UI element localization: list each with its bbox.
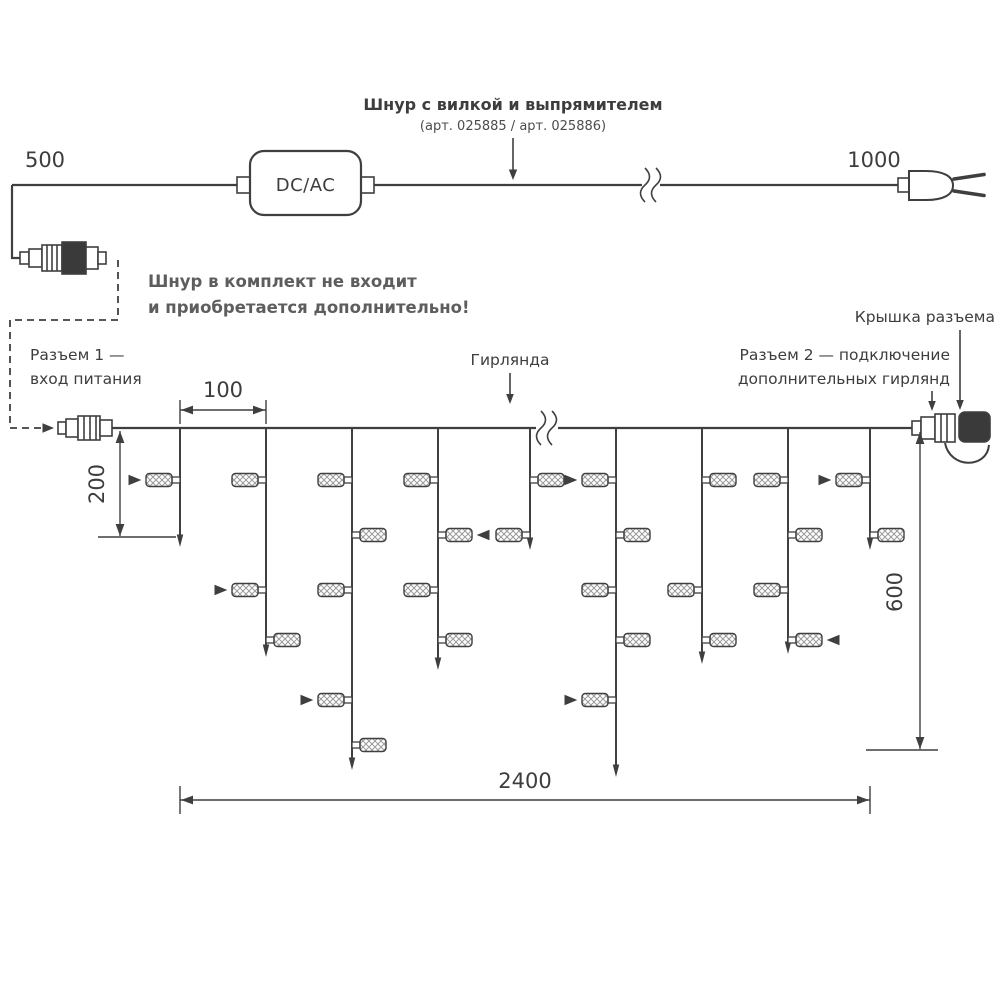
garland-drop <box>818 428 905 550</box>
lamp-icon <box>437 632 473 648</box>
lamp-icon <box>787 527 823 543</box>
drop-tip-icon <box>866 537 874 550</box>
lamp-icon <box>869 527 905 543</box>
lamp-pointer-icon <box>214 584 228 596</box>
dim-100: 100 <box>179 378 267 424</box>
connector1-icon <box>57 415 113 441</box>
garland-drop <box>214 428 301 657</box>
connector2-icon <box>911 411 991 464</box>
lamp-icon <box>529 472 565 488</box>
cover-strap <box>944 442 990 464</box>
lamp-pointer-icon <box>826 634 840 646</box>
dim-600-label: 600 <box>883 572 907 612</box>
dim-1000-label: 1000 <box>847 148 900 172</box>
cover-label: Крышка разъема <box>855 308 995 326</box>
lamp-icon <box>753 472 789 488</box>
garland-drop <box>667 428 737 664</box>
connector1-label-line2: вход питания <box>30 370 142 388</box>
lamp-icon <box>265 632 301 648</box>
cord-note-line2: и приобретается дополнительно! <box>148 298 469 317</box>
lamp-icon <box>351 737 387 753</box>
lamp-icon <box>317 582 353 598</box>
lamp-icon <box>701 632 737 648</box>
drop-tip-icon <box>612 764 620 777</box>
lamp-icon <box>128 472 181 488</box>
lamp-pointer-icon <box>818 474 832 486</box>
cord-break-icon <box>639 167 662 203</box>
connector2-label-line2: дополнительных гирлянд <box>738 370 950 388</box>
connector1-label-line1: Разъем 1 — <box>30 346 124 364</box>
dim-2400-label: 2400 <box>498 769 551 793</box>
garland-drop <box>300 428 387 770</box>
drop-tip-icon <box>434 657 442 670</box>
lamp-pointer-icon <box>564 694 578 706</box>
cover-label-arrow-icon <box>956 330 964 410</box>
lamp-icon <box>818 472 871 488</box>
lamp-icon <box>564 472 617 488</box>
drop-tip-icon <box>348 757 356 770</box>
lamp-icon <box>581 582 617 598</box>
lamp-pointer-icon <box>564 474 578 486</box>
cord-title: Шнур с вилкой и выпрямителем <box>363 95 662 114</box>
converter-cord-grommet-right <box>360 176 375 194</box>
drop-tip-icon <box>698 651 706 664</box>
lamp-icon <box>403 582 439 598</box>
lamp-icon <box>231 472 267 488</box>
drop-tip-icon <box>262 644 270 657</box>
lamp-icon <box>403 472 439 488</box>
lamp-icon <box>615 527 651 543</box>
cord-subtitle: (арт. 025885 / арт. 025886) <box>420 119 606 134</box>
connector2-label-arrow-icon <box>928 391 936 411</box>
garland-drop <box>753 428 840 654</box>
garland-label-arrow-icon <box>506 373 514 404</box>
drop-tip-icon <box>176 534 184 547</box>
power-cord-assembly: Шнур с вилкой и выпрямителем (арт. 02588… <box>9 95 986 433</box>
converter-cord-grommet-left <box>236 176 251 194</box>
lamp-icon <box>300 692 353 708</box>
lamp-pointer-icon <box>476 529 490 541</box>
lamp-icon <box>317 472 353 488</box>
lamp-icon <box>753 582 789 598</box>
lamp-icon <box>701 472 737 488</box>
converter-body <box>248 149 363 217</box>
drop-tip-icon <box>526 537 534 550</box>
lamp-icon <box>495 527 531 543</box>
lamp-icon <box>437 527 490 543</box>
dim-200-label: 200 <box>85 464 109 504</box>
cord-wire-down-left <box>10 185 20 260</box>
garland-drop <box>403 428 490 670</box>
lamp-icon <box>564 692 617 708</box>
garland-label: Гирлянда <box>471 351 550 369</box>
dim-200: 200 <box>85 431 176 538</box>
garland-drop <box>564 428 651 777</box>
connector2-label-line1: Разъем 2 — подключение <box>740 346 951 364</box>
lamp-icon <box>214 582 267 598</box>
dim-600: 600 <box>866 432 938 751</box>
garland-drop <box>495 428 565 550</box>
lamp-pointer-icon <box>300 694 314 706</box>
dc-ac-converter: DC/AC <box>236 149 375 217</box>
garland-drop <box>128 428 184 547</box>
lamp-icon <box>667 582 703 598</box>
converter-label: DC/AC <box>276 175 336 196</box>
lamp-icon <box>787 632 840 648</box>
cord-note-line1: Шнур в комплект не входит <box>148 272 417 291</box>
dim-2400: 2400 <box>179 769 871 814</box>
dim-100-label: 100 <box>203 378 243 402</box>
garland-assembly: Разъем 1 — вход питания Гирлянда Крышка … <box>30 308 995 814</box>
garland-break-icon <box>535 410 558 446</box>
lamp-icon <box>351 527 387 543</box>
lamp-icon <box>615 632 651 648</box>
dashed-arrowhead-icon <box>42 423 54 433</box>
connector-cover-cap <box>958 411 991 443</box>
power-plug-icon <box>897 170 986 201</box>
cord-connector-icon <box>19 241 107 275</box>
dashed-connection-path <box>9 260 119 433</box>
lamp-pointer-icon <box>128 474 142 486</box>
dim-500-label: 500 <box>25 148 65 172</box>
garland-drops <box>128 428 905 777</box>
cord-title-arrow-icon <box>508 138 518 180</box>
